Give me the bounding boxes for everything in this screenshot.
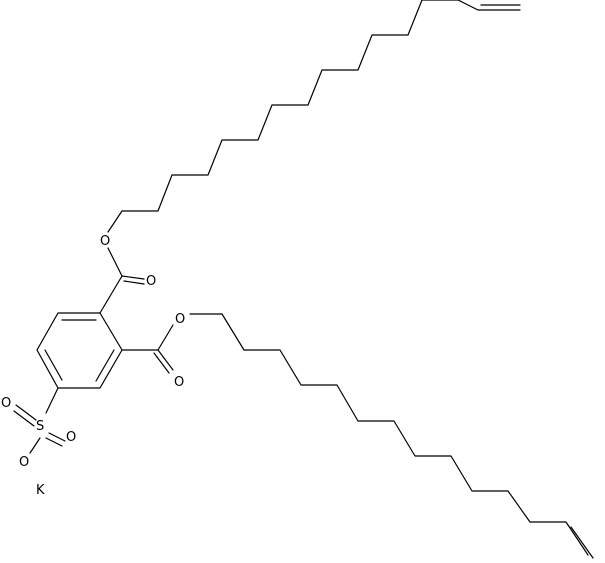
sulfur-label: S xyxy=(36,419,44,434)
oxygen-label: O xyxy=(174,375,184,390)
alkyl-chain-lower xyxy=(221,313,594,559)
alkyl-chain-upper xyxy=(121,0,521,212)
oxygen-label: O xyxy=(19,455,29,470)
ester-group-lower xyxy=(121,313,223,374)
oxygen-label: O xyxy=(100,234,110,249)
sulfonate-group xyxy=(13,387,66,454)
oxygen-label: O xyxy=(146,274,156,289)
oxygen-label: O xyxy=(66,430,76,445)
oxygen-label: O xyxy=(175,312,185,327)
oxygen-label: O xyxy=(1,396,11,411)
benzene-ring xyxy=(36,312,123,389)
ester-group-upper xyxy=(99,210,145,314)
potassium-label: K xyxy=(36,483,45,498)
